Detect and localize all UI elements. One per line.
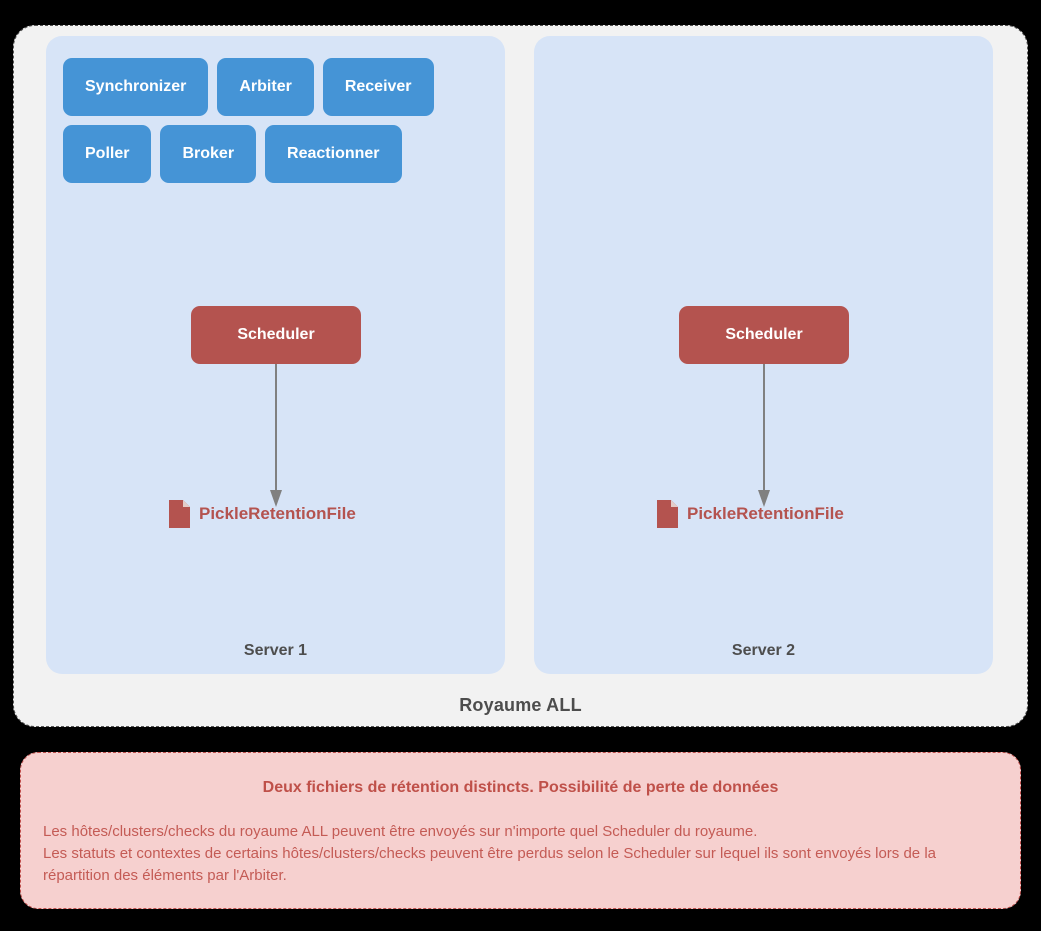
daemon-box-poller[interactable]: Poller [63,125,152,183]
daemon-box-receiver[interactable]: Receiver [322,58,434,116]
scheduler-box[interactable]: Scheduler [679,306,849,364]
daemon-box-broker[interactable]: Broker [160,125,257,183]
daemon-box-reactionner[interactable]: Reactionner [265,125,402,183]
retention-file-label: PickleRetentionFile [687,504,844,523]
server-panel-1: Synchronizer Arbiter Receiver Poller Bro… [46,36,505,674]
realm-label: Royaume ALL [459,695,582,715]
daemon-box-synchronizer[interactable]: Synchronizer [63,58,209,116]
warning-panel: Deux fichiers de rétention distincts. Po… [20,752,1021,909]
document-icon [657,500,678,528]
document-icon [169,500,190,528]
warning-body: Les hôtes/clusters/checks du royaume ALL… [43,821,998,886]
warning-title: Deux fichiers de rétention distincts. Po… [262,779,779,796]
server-label-1: Server 1 [243,642,308,659]
daemon-grid: Synchronizer Arbiter Receiver Poller Bro… [63,58,491,192]
daemon-box-arbiter[interactable]: Arbiter [217,58,314,116]
arrow-icon [270,364,282,507]
daemon-row: Synchronizer Arbiter Receiver [63,58,491,116]
arrow-icon [758,364,770,507]
server-label-2: Server 2 [731,642,796,659]
server-panel-2: Scheduler PickleRetentionFile Server 2 [534,36,993,674]
scheduler-to-file-arrow [757,364,771,508]
scheduler-to-file-arrow [269,364,283,508]
retention-file-label: PickleRetentionFile [199,504,356,523]
retention-file-1: PickleRetentionFile [169,500,356,528]
realm-container: Synchronizer Arbiter Receiver Poller Bro… [13,25,1028,727]
scheduler-box[interactable]: Scheduler [191,306,361,364]
retention-file-2: PickleRetentionFile [657,500,844,528]
warning-line-1: Les hôtes/clusters/checks du royaume ALL… [43,823,758,840]
daemon-row: Poller Broker Reactionner [63,125,491,183]
warning-line-2: Les statuts et contextes de certains hôt… [43,844,936,884]
